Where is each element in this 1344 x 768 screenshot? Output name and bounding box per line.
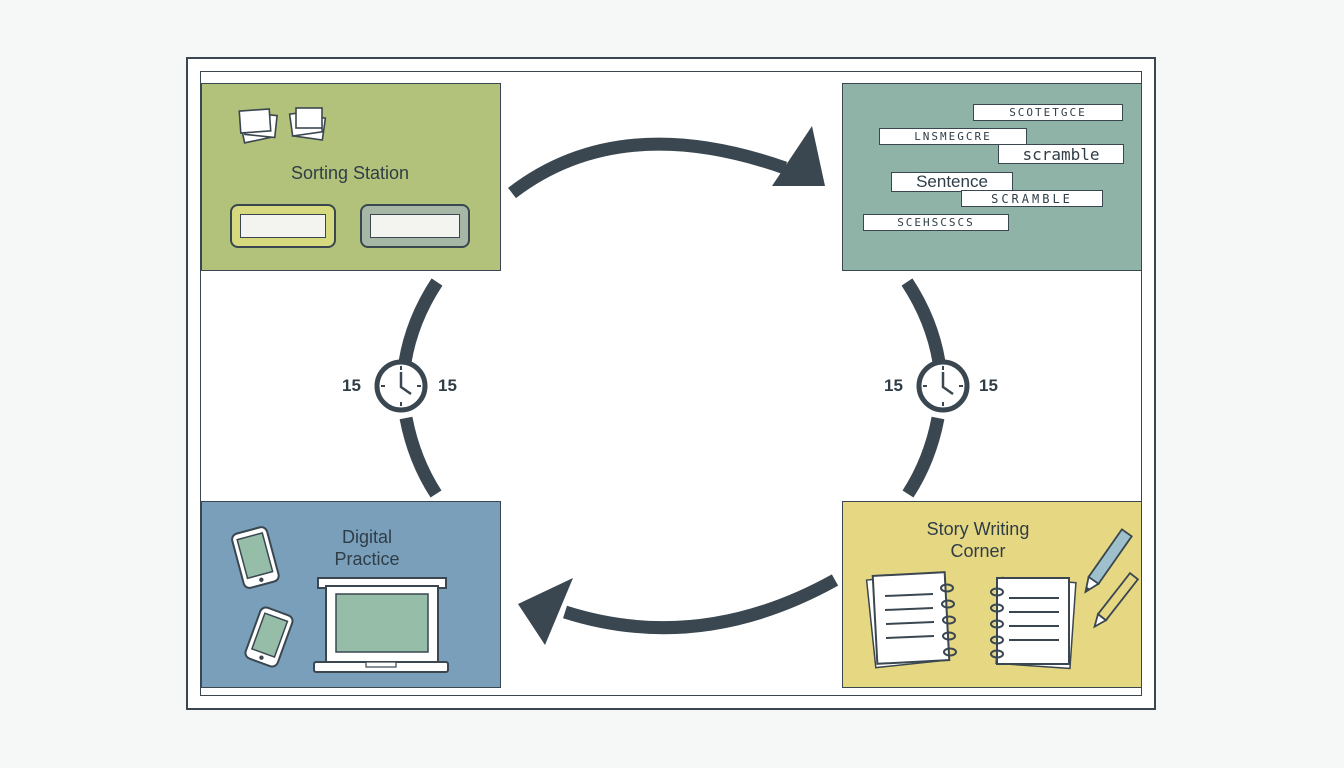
tablet-icon (231, 526, 294, 668)
station-title-line1: Digital (341, 527, 393, 547)
station-title: Sorting Station (290, 163, 410, 183)
sort-bin-right (360, 204, 470, 248)
station-title-line2: Corner (950, 541, 1006, 561)
station-story-writing: Story Writing Corner (842, 501, 1142, 688)
notebook-icon (865, 571, 957, 669)
laptop-icon (313, 577, 449, 673)
cycle-arrowhead-top (772, 126, 825, 186)
diagram-inner-frame (200, 71, 1142, 696)
station-digital-practice: Digital Practice (201, 501, 501, 688)
timer-label-left-before: 15 (342, 376, 361, 395)
station-sorting: Sorting Station (201, 83, 501, 271)
clock-icon (374, 359, 428, 413)
sort-bin-left (230, 204, 336, 248)
station-title-line1: Story Writing (926, 519, 1030, 539)
timer-label-right-after: 15 (979, 376, 998, 395)
clock-icon (916, 359, 970, 413)
notebook-icon (990, 576, 1077, 670)
station-sentence-scramble: SCOTETGCE LNSMEGCRE scramble Sentence SC… (842, 83, 1142, 271)
pencil-icon (1084, 528, 1139, 629)
card-stack-icon (238, 107, 327, 144)
timer-label-left-after: 15 (438, 376, 457, 395)
cycle-line-left-lower (399, 416, 442, 498)
word-strip: SCRAMBLE (961, 190, 1103, 207)
timer-label-right-before: 15 (884, 376, 903, 395)
station-title-line2: Practice (334, 549, 400, 569)
cycle-line-left-upper (398, 278, 443, 364)
cycle-arrow-bottom (563, 574, 839, 635)
word-strip: SCOTETGCE (973, 104, 1123, 121)
cycle-arrow-top (508, 137, 788, 199)
word-strip: LNSMEGCRE (879, 128, 1027, 145)
word-strip: Sentence (891, 172, 1013, 192)
cycle-arrowhead-bottom (518, 578, 573, 645)
cycle-line-right-lower (902, 416, 945, 498)
word-strip: SCEHSCSCS (863, 214, 1009, 231)
cycle-line-right-upper (901, 278, 946, 364)
word-strip: scramble (998, 144, 1124, 164)
